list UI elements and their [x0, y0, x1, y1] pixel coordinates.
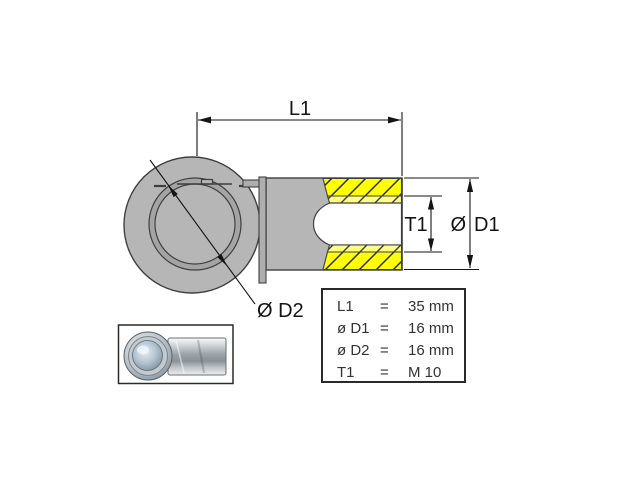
thread-crest-bottom — [326, 244, 403, 253]
spec-table: L1 = 35 mm ø D1 = 16 mm ø D2 = 16 mm T1 = M 10 — [321, 288, 466, 383]
thread-wall-top — [322, 177, 403, 197]
spec-label: ø D1 — [337, 320, 370, 337]
d1-arrow-bottom — [466, 255, 474, 268]
retaining-clip — [242, 176, 267, 284]
thread-wall-bottom — [322, 251, 403, 271]
spec-value: 35 mm — [408, 298, 454, 315]
d2-arrow-bottom — [217, 253, 227, 266]
spec-label: ø D2 — [337, 342, 370, 359]
threaded-bore — [312, 202, 403, 246]
d1-arrow-top — [466, 179, 474, 192]
spec-row-t1: T1 = M 10 — [337, 362, 464, 384]
photo-ball-socket — [132, 340, 163, 371]
spec-value: M 10 — [408, 364, 442, 381]
l1-arrow-right — [388, 116, 401, 124]
spec-equals: = — [380, 298, 389, 315]
spec-row-d1: ø D1 = 16 mm — [337, 318, 464, 340]
thread-crest-top — [326, 195, 403, 204]
clip-pin — [258, 176, 267, 284]
d2-arrow-top — [168, 185, 178, 198]
t1-arrow-bottom — [427, 238, 435, 251]
spec-value: 16 mm — [408, 342, 454, 359]
d1-diameter-symbol: Ø — [450, 214, 466, 236]
spec-value: 16 mm — [408, 320, 454, 337]
spec-row-d2: ø D2 = 16 mm — [337, 340, 464, 362]
photo-socket-highlight — [137, 345, 149, 355]
dimension-d1: Ø D1 — [404, 177, 500, 271]
spec-row-l1: L1 = 35 mm — [337, 296, 464, 318]
l1-label: L1 — [289, 98, 311, 120]
d1-label: D1 — [474, 214, 500, 236]
spec-label: L1 — [337, 298, 354, 315]
product-photo — [117, 324, 234, 385]
spec-equals: = — [380, 320, 389, 337]
sleeve-shadow-streak — [197, 339, 205, 374]
sleeve-highlight-streak — [175, 339, 185, 374]
eye-bore — [154, 183, 236, 265]
dimension-t1: T1 — [404, 195, 442, 253]
spec-equals: = — [380, 342, 389, 359]
t1-label: T1 — [404, 214, 427, 236]
spec-label: T1 — [337, 364, 355, 381]
d2-leader-line — [149, 159, 256, 305]
spec-equals: = — [380, 364, 389, 381]
d2-label: Ø D2 — [257, 300, 304, 322]
side-section-view — [265, 177, 403, 271]
front-view — [123, 156, 261, 294]
dimension-l1: L1 — [196, 98, 403, 176]
t1-arrow-top — [427, 197, 435, 210]
dimension-d2: Ø D2 — [149, 159, 304, 322]
l1-arrow-left — [198, 116, 211, 124]
